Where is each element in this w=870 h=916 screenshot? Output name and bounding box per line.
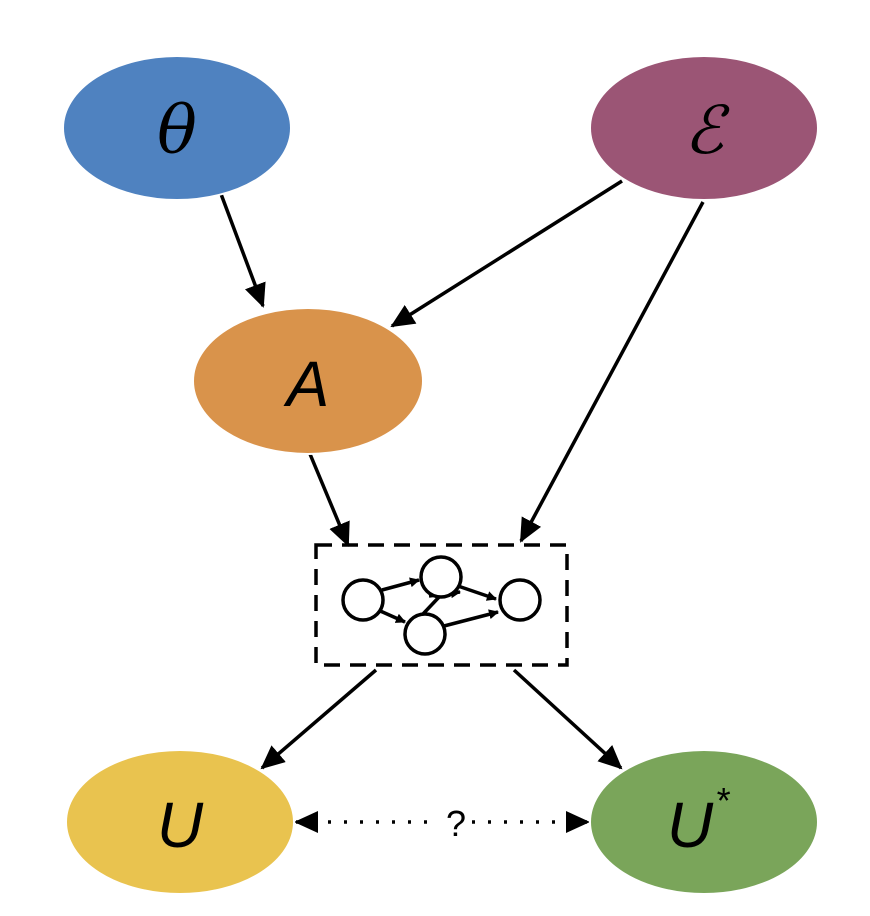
network-node-1 [341,578,385,622]
node-a: A [192,307,424,455]
node-theta: θ [62,55,292,201]
relation-label: ? [446,803,466,844]
relation-label-bg [436,800,472,844]
node-environment: ℰ [589,55,819,201]
network-node-2 [419,555,463,599]
network-node-3 [403,612,447,656]
node-u-star-shape [589,749,819,895]
node-environment-shape [589,55,819,201]
node-theta-shape [62,55,292,201]
edge-environment-to-a [390,179,623,328]
node-u-star: U* [589,749,819,895]
edge-environment-to-network [519,201,705,543]
neural-network-icon [341,555,542,656]
node-u-star-base: U [667,789,714,861]
node-a-shape [192,307,424,455]
node-u-label: U [157,789,204,861]
network-dashed-frame [314,543,569,667]
node-u-star-superscript: * [715,780,730,821]
node-a-label: A [283,348,330,420]
node-theta-label: θ [157,92,197,169]
edge-a-to-network [308,453,350,547]
network-node-4 [498,578,542,622]
edge-theta-to-a [219,193,266,308]
node-u-shape [65,749,295,895]
edge-network-to-u-star [512,668,623,770]
node-u-star-label: U* [667,780,730,861]
node-u: U [65,749,295,895]
neural-network-box [314,543,569,667]
edge-network-to-u [260,668,378,770]
node-environment-label: ℰ [684,92,730,169]
